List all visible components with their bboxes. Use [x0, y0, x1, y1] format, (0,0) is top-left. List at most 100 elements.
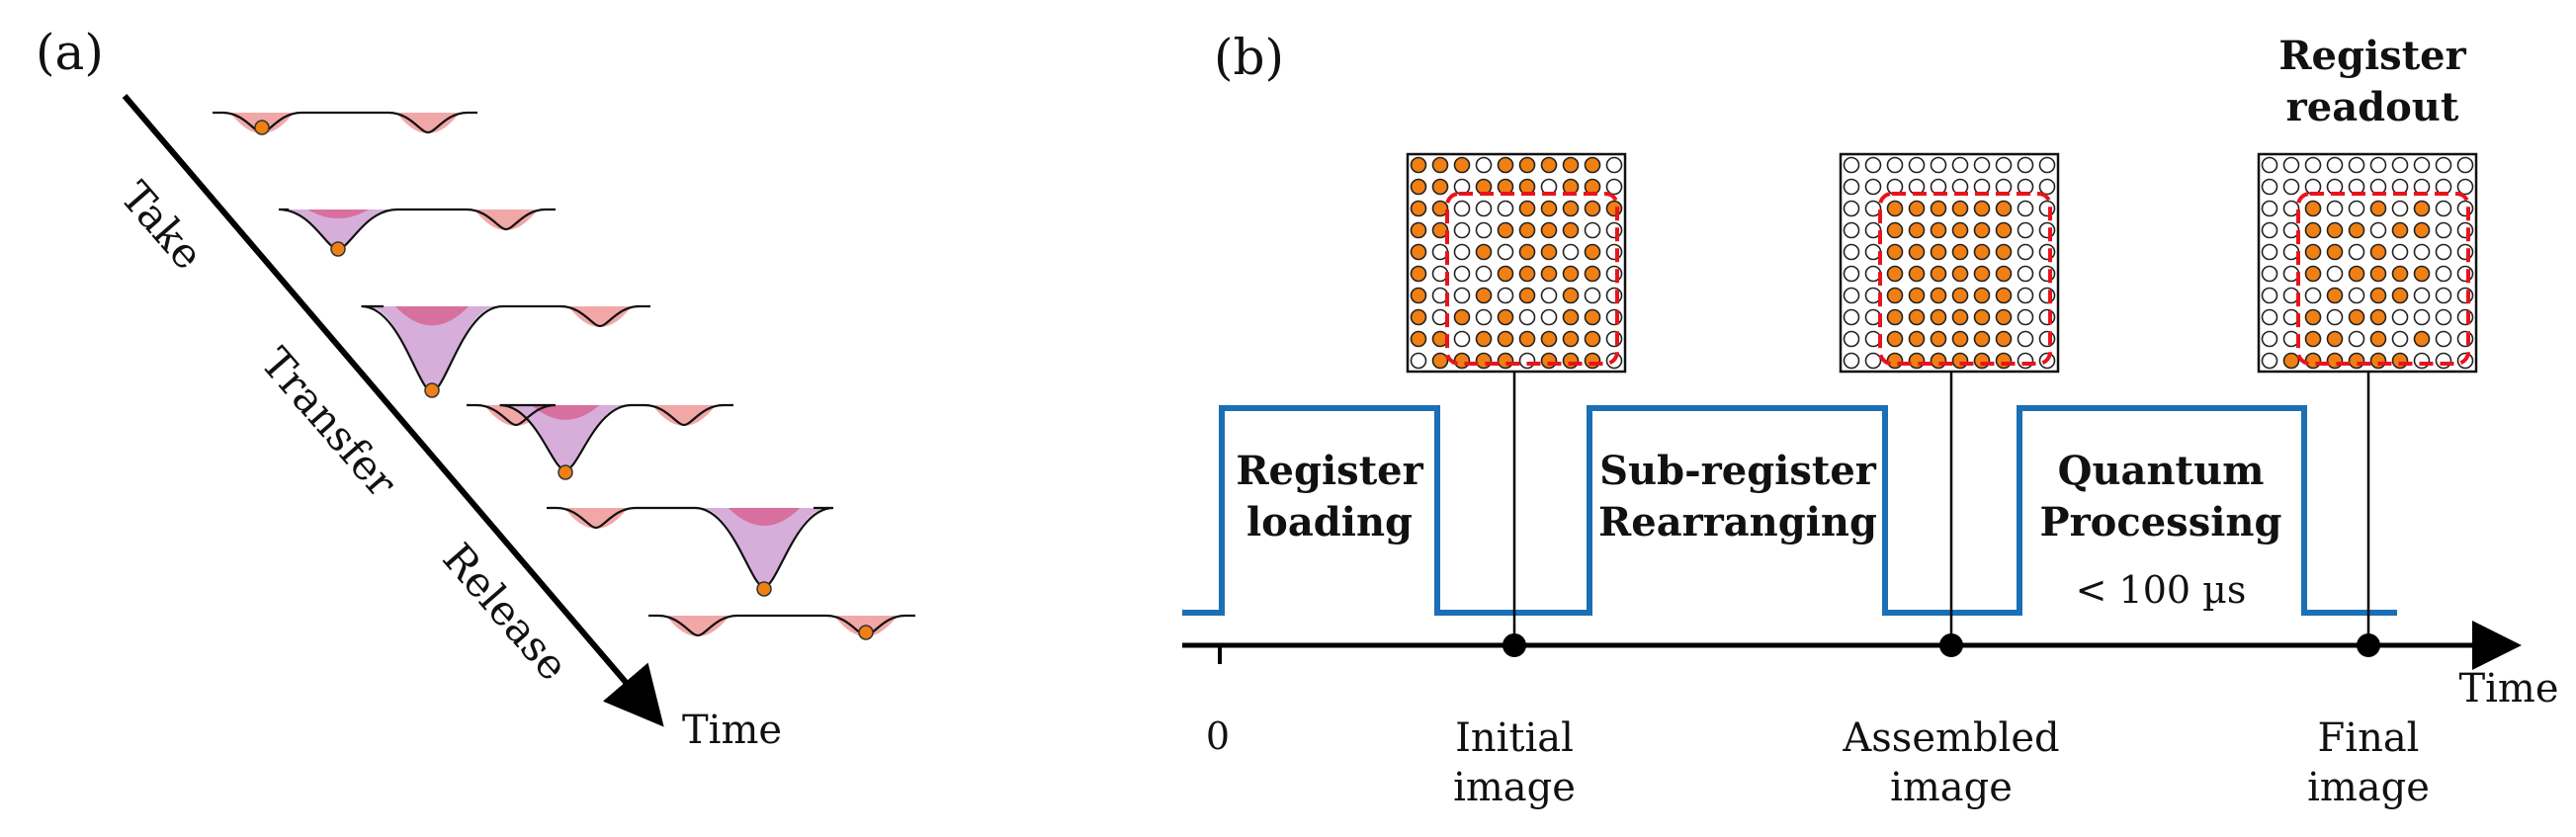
- loaded-site: [1540, 200, 1558, 217]
- empty-site: [1518, 352, 1536, 370]
- empty-site: [2456, 287, 2474, 304]
- loaded-site: [2326, 287, 2344, 304]
- loaded-site: [2326, 330, 2344, 348]
- empty-site: [1497, 287, 1514, 304]
- empty-site: [1453, 265, 1471, 283]
- empty-site: [2326, 265, 2344, 283]
- empty-site: [2435, 200, 2452, 217]
- loaded-site: [2369, 200, 2387, 217]
- empty-site: [2413, 308, 2431, 326]
- loaded-site: [2348, 265, 2365, 283]
- phase-quantum-line2: Processing: [2040, 499, 2282, 545]
- empty-site: [1475, 265, 1493, 283]
- loaded-site: [1951, 287, 1969, 304]
- loaded-site: [2326, 352, 2344, 370]
- loaded-site: [1562, 221, 1580, 239]
- final-target-box: [2296, 192, 2470, 366]
- loaded-site: [1540, 221, 1558, 239]
- readout-title-line1: Register: [2278, 33, 2466, 79]
- tweezer-well: [503, 405, 628, 470]
- empty-site: [1864, 200, 1882, 217]
- loaded-site: [1951, 221, 1969, 239]
- loaded-site: [2369, 308, 2387, 326]
- potential-step-4: [467, 403, 733, 480]
- empty-site: [2456, 330, 2474, 348]
- static-trap-well: [564, 508, 628, 529]
- empty-site: [2435, 330, 2452, 348]
- loaded-site: [2369, 287, 2387, 304]
- empty-site: [2038, 243, 2056, 261]
- tweezer-core: [728, 508, 801, 526]
- final-image-caption-line1: Final: [2318, 715, 2420, 761]
- empty-site: [2456, 243, 2474, 261]
- empty-site: [2017, 265, 2034, 283]
- loaded-site: [1930, 330, 1947, 348]
- empty-site: [2261, 308, 2278, 326]
- empty-site: [1410, 352, 1427, 370]
- empty-site: [2391, 200, 2409, 217]
- time-axis-label: Time: [2458, 666, 2558, 711]
- empty-site: [2391, 330, 2409, 348]
- loaded-site: [1886, 243, 1904, 261]
- empty-site: [2017, 330, 2034, 348]
- potential-curve: [278, 208, 556, 251]
- empty-site: [1584, 221, 1601, 239]
- tweezer-well: [365, 306, 499, 391]
- potential-curve: [361, 304, 650, 393]
- loaded-site: [1497, 352, 1514, 370]
- empty-site: [2456, 308, 2474, 326]
- empty-site: [1605, 221, 1623, 239]
- loaded-site: [1973, 287, 1991, 304]
- empty-site: [1843, 308, 1860, 326]
- loaded-site: [1475, 243, 1493, 261]
- empty-site: [2348, 200, 2365, 217]
- atom-marker: [330, 241, 346, 257]
- empty-site: [2038, 156, 2056, 174]
- loaded-site: [1995, 221, 2013, 239]
- readout-title-line2: readout: [2286, 84, 2459, 130]
- empty-site: [2413, 352, 2431, 370]
- loaded-site: [1410, 156, 1427, 174]
- loaded-site: [1995, 352, 2013, 370]
- loaded-site: [1497, 265, 1514, 283]
- loaded-site: [2369, 352, 2387, 370]
- empty-site: [1930, 156, 1947, 174]
- loaded-site: [2413, 200, 2431, 217]
- empty-site: [1843, 330, 1860, 348]
- loaded-site: [1973, 308, 1991, 326]
- loaded-site: [1540, 156, 1558, 174]
- loaded-site: [2391, 265, 2409, 283]
- empty-site: [2435, 308, 2452, 326]
- loaded-site: [1562, 308, 1580, 326]
- empty-site: [2017, 308, 2034, 326]
- empty-site: [2304, 287, 2322, 304]
- loaded-site: [1951, 308, 1969, 326]
- loaded-site: [1886, 200, 1904, 217]
- loaded-site: [1497, 156, 1514, 174]
- empty-site: [1843, 243, 1860, 261]
- potential-profiles: [213, 111, 915, 640]
- phase-rearranging-line1: Sub-register: [1599, 448, 1877, 494]
- final-image-time-marker: [2357, 633, 2380, 657]
- empty-site: [2369, 221, 2387, 239]
- atom-marker: [254, 120, 270, 135]
- empty-site: [2261, 265, 2278, 283]
- loaded-site: [1584, 265, 1601, 283]
- loaded-site: [1562, 200, 1580, 217]
- loaded-site: [1995, 200, 2013, 217]
- loaded-site: [1518, 265, 1536, 283]
- static-trap-well: [652, 405, 716, 426]
- loaded-site: [1605, 200, 1623, 217]
- loaded-site: [1431, 200, 1449, 217]
- empty-site: [2456, 178, 2474, 196]
- empty-site: [2413, 243, 2431, 261]
- empty-site: [1605, 308, 1623, 326]
- empty-site: [1843, 200, 1860, 217]
- empty-site: [1453, 221, 1471, 239]
- empty-site: [1864, 221, 1882, 239]
- assembled-image-caption-line1: Assembled: [1842, 715, 2059, 761]
- step-release-label: Release: [433, 534, 577, 690]
- loaded-site: [1886, 330, 1904, 348]
- loaded-site: [1584, 200, 1601, 217]
- assembled-target-box: [1878, 192, 2052, 366]
